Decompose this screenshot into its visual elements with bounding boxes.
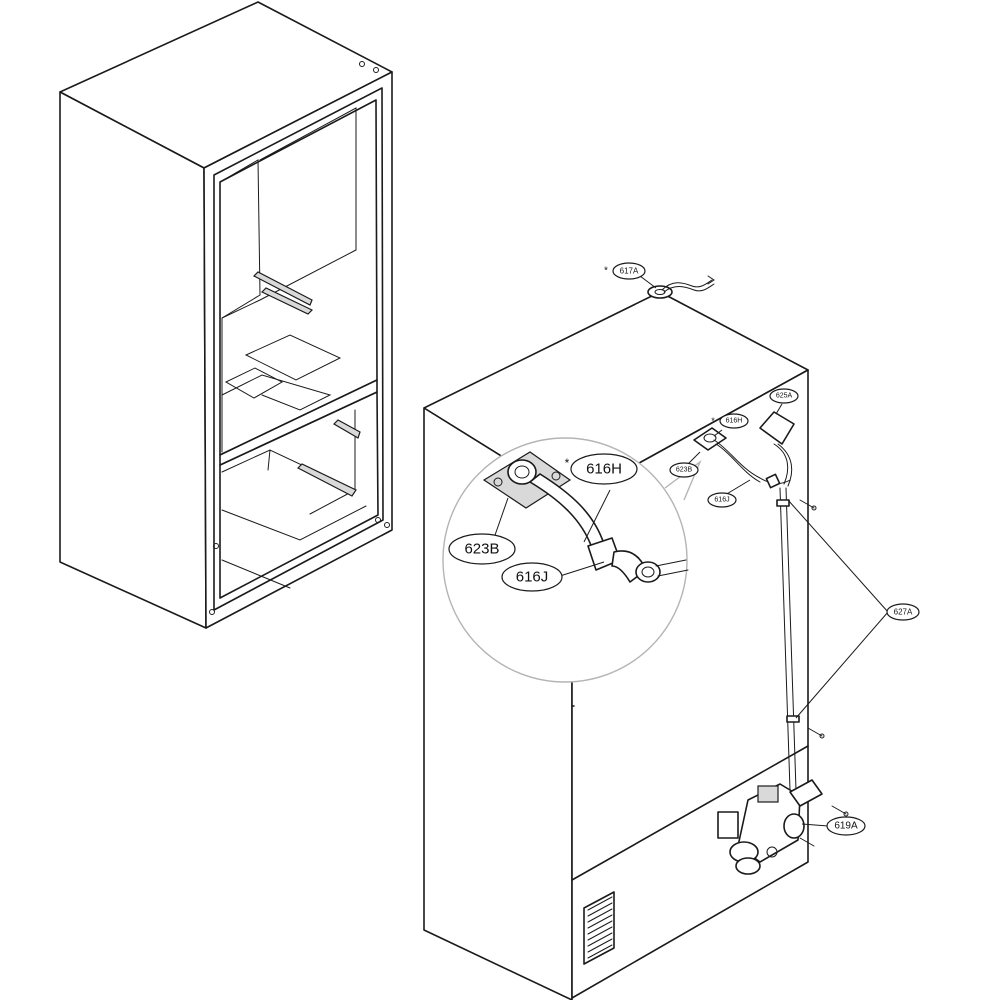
callout-623B-large: 623B <box>448 533 516 565</box>
callout-619A-label: 619A <box>834 821 858 832</box>
callout-623B-small: 623B <box>669 462 699 478</box>
callout-625A: 625A <box>769 388 799 404</box>
callout-625A-label: 625A <box>776 393 793 400</box>
callout-616J-large-label: 616J <box>516 569 549 586</box>
callout-616J-small-label: 616J <box>714 497 729 504</box>
front-cabinet <box>59 1 393 629</box>
callout-617A-label: 617A <box>620 267 639 276</box>
grommet-617A <box>647 275 715 299</box>
callout-616H-small: 616H * <box>711 413 749 429</box>
callout-627A: 627A <box>886 603 920 621</box>
callout-616H-large-label: 616H <box>586 461 622 478</box>
callout-616H-large: 616H * <box>565 453 638 485</box>
water-line-assembly <box>693 411 849 817</box>
callout-623B-small-label: 623B <box>676 467 693 474</box>
callout-616H-small-label: 616H <box>726 418 743 425</box>
asterisk-616H-large: * <box>565 456 570 470</box>
callout-619A: 619A <box>826 816 866 836</box>
callout-627A-label: 627A <box>894 608 913 617</box>
vent-grille <box>583 891 615 965</box>
detail-zoom-circle <box>442 437 702 683</box>
callout-623B-large-label: 623B <box>464 541 499 558</box>
callout-616J-small: 616J <box>707 492 737 508</box>
callout-617A: 617A * <box>604 262 646 280</box>
callout-616J-large: 616J <box>501 562 563 592</box>
asterisk-616H-small: * <box>711 416 715 426</box>
water-valve-619A <box>717 779 823 875</box>
asterisk-617A: * <box>604 266 608 277</box>
